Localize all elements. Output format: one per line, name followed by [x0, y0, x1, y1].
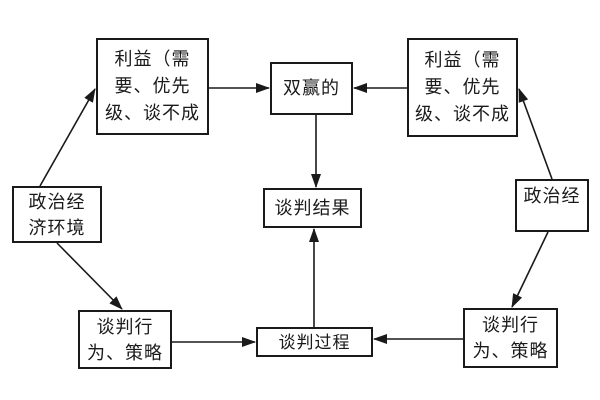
box-political-economic-env-left: 政治经 济环境 [12, 186, 102, 243]
arrow-env_left-to-behavior_left [56, 242, 123, 310]
arrow-env_right-to-behavior_right [511, 231, 549, 308]
box-win-win-label: 双赢的 [283, 78, 340, 98]
box-behavior-left-line2: 为、策略 [87, 342, 163, 363]
box-interests-left: 利益（需 要、优先 级、谈不成 [96, 38, 209, 135]
box-interests-left-line3: 级、谈不成 [105, 103, 200, 123]
box-outcome-label: 谈判结果 [274, 197, 351, 218]
box-env-left-line2: 济环境 [28, 217, 86, 238]
box-process-label: 谈判过程 [278, 332, 351, 352]
box-env-right-label: 政治经 [523, 186, 581, 206]
box-win-win: 双赢的 [270, 62, 353, 115]
box-negotiation-process: 谈判过程 [256, 327, 373, 357]
box-interests-right: 利益（需 要、优先 级、谈不成 [407, 38, 518, 137]
arrow-env_left-to-interests_left [39, 88, 96, 187]
box-negotiation-behavior-left: 谈判行 为、策略 [78, 310, 172, 369]
box-interests-right-line2: 要、优先 [424, 77, 501, 97]
box-interests-right-line3: 级、谈不成 [415, 104, 510, 124]
box-behavior-right-line1: 谈判行 [482, 315, 539, 335]
box-interests-left-line2: 要、优先 [114, 76, 191, 96]
box-interests-right-line1: 利益（需 [424, 50, 501, 70]
box-behavior-left-line1: 谈判行 [96, 316, 154, 337]
box-behavior-right-line2: 为、策略 [472, 341, 549, 361]
box-negotiation-outcome: 谈判结果 [263, 188, 362, 228]
box-env-left-line1: 政治经 [28, 191, 86, 212]
box-negotiation-behavior-right: 谈判行 为、策略 [463, 308, 558, 368]
box-political-economic-env-right: 政治经 [515, 179, 589, 232]
box-interests-left-line1: 利益（需 [114, 49, 191, 69]
arrow-env_right-to-interests_right [518, 88, 553, 180]
